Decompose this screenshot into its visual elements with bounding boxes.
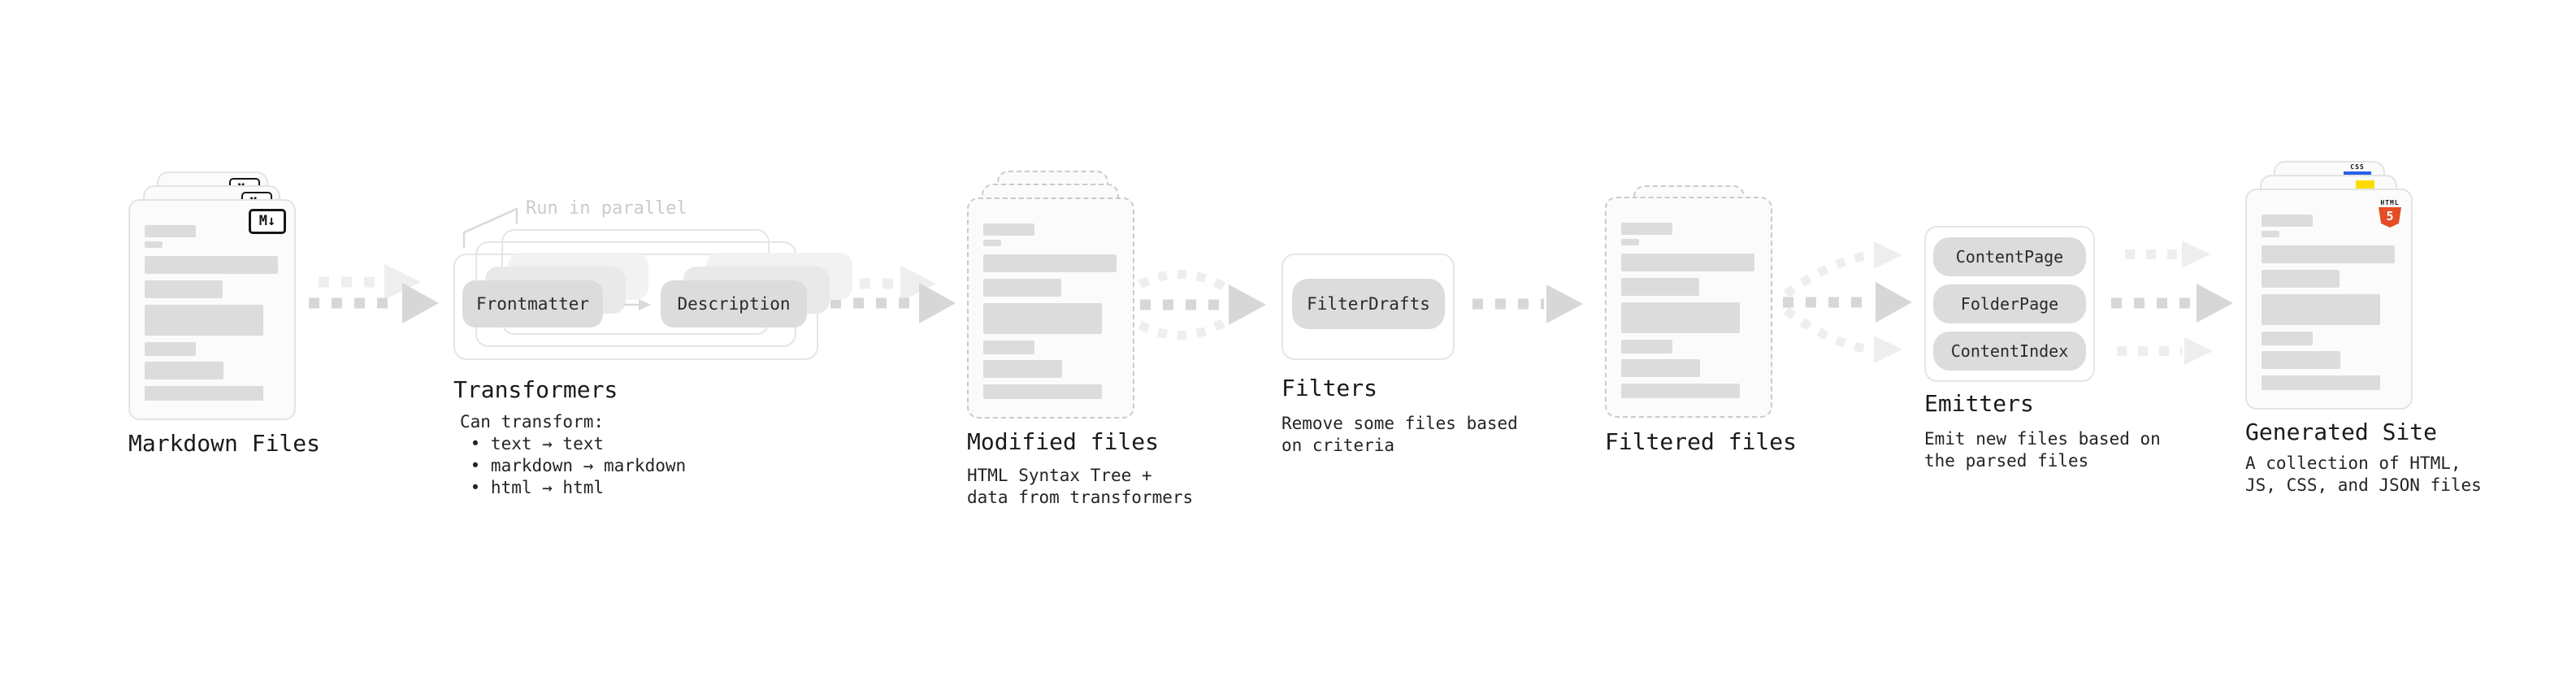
text-line-placeholder <box>2262 245 2395 263</box>
generated-site-subtitle: A collection of HTML, JS, CSS, and JSON … <box>2245 453 2482 495</box>
modified-file-card-front <box>967 197 1134 419</box>
text-line-placeholder <box>1621 223 1672 235</box>
text-line-placeholder <box>1621 254 1754 271</box>
text-line-placeholder <box>983 279 1061 297</box>
folderpage-pill: FolderPage <box>1933 284 2086 323</box>
text-line-placeholder <box>983 254 1117 272</box>
text-line-placeholder <box>145 280 223 298</box>
text-line-placeholder <box>2262 294 2380 325</box>
text-line-placeholder <box>983 384 1102 399</box>
text-line-placeholder <box>1621 384 1740 398</box>
text-line-placeholder <box>1621 239 1639 245</box>
text-line-placeholder <box>2262 332 2313 345</box>
text-line-placeholder <box>145 362 223 380</box>
text-line-placeholder <box>2262 270 2340 288</box>
text-line-placeholder <box>2262 375 2380 390</box>
arrow-transformers-to-modified <box>830 266 956 323</box>
text-line-placeholder <box>2262 215 2313 227</box>
js-icon <box>2356 180 2374 189</box>
text-line-placeholder <box>983 340 1034 354</box>
contentindex-pill: ContentIndex <box>1933 332 2086 371</box>
emitters-subtitle: Emit new files based on the parsed files <box>1924 429 2161 471</box>
text-line-placeholder <box>983 240 1001 246</box>
text-line-placeholder <box>2262 351 2340 369</box>
filtered-files-title: Filtered files <box>1605 428 1798 455</box>
text-line-placeholder <box>145 225 196 237</box>
emitters-title: Emitters <box>1924 390 2034 417</box>
description-pill: Description <box>661 280 807 327</box>
arrow-filtered-to-emitters-fanout <box>1783 241 1912 363</box>
text-line-placeholder <box>145 305 263 336</box>
text-line-placeholder <box>145 256 278 274</box>
text-line-placeholder <box>145 241 163 248</box>
text-line-placeholder <box>1621 340 1672 354</box>
run-in-parallel-leader-line <box>462 207 518 248</box>
markdown-file-card-front: M↓ <box>128 199 296 420</box>
text-line-placeholder <box>145 342 196 356</box>
text-line-placeholder <box>1621 278 1699 296</box>
frontmatter-pill: Frontmatter <box>462 280 603 327</box>
text-line-placeholder <box>983 223 1034 236</box>
arrow-filters-to-filtered <box>1472 284 1583 323</box>
html5-icon: HTML 5 <box>2379 200 2401 228</box>
filtered-file-card-front <box>1605 197 1772 418</box>
arrows-emitters-to-generated <box>2111 241 2233 365</box>
markdown-files-title: Markdown Files <box>128 430 321 457</box>
transformers-title: Transformers <box>453 376 618 403</box>
filters-title: Filters <box>1281 375 1378 401</box>
text-line-placeholder <box>983 303 1102 334</box>
css-icon: CSS <box>2343 164 2372 175</box>
generated-file-card-html: HTML 5 <box>2245 189 2413 410</box>
text-line-placeholder <box>1621 359 1700 377</box>
text-line-placeholder <box>1621 302 1740 333</box>
text-line-placeholder <box>2262 231 2279 237</box>
transformers-subtitle: Can transform: • text → text • markdown … <box>460 412 687 497</box>
filterdrafts-pill: FilterDrafts <box>1292 279 1445 329</box>
modified-files-subtitle: HTML Syntax Tree + data from transformer… <box>967 466 1194 507</box>
modified-files-title: Modified files <box>967 428 1160 455</box>
contentpage-pill: ContentPage <box>1933 237 2086 276</box>
filters-subtitle: Remove some files based on criteria <box>1281 414 1518 455</box>
arrow-modified-to-filters-merge <box>1138 269 1266 340</box>
text-line-placeholder <box>145 386 263 401</box>
arrow-markdown-to-transformers <box>309 264 439 323</box>
text-line-placeholder <box>983 360 1062 378</box>
run-in-parallel-note: Run in parallel <box>526 198 687 219</box>
markdown-icon: M↓ <box>249 209 286 234</box>
generated-site-title: Generated Site <box>2245 419 2438 445</box>
